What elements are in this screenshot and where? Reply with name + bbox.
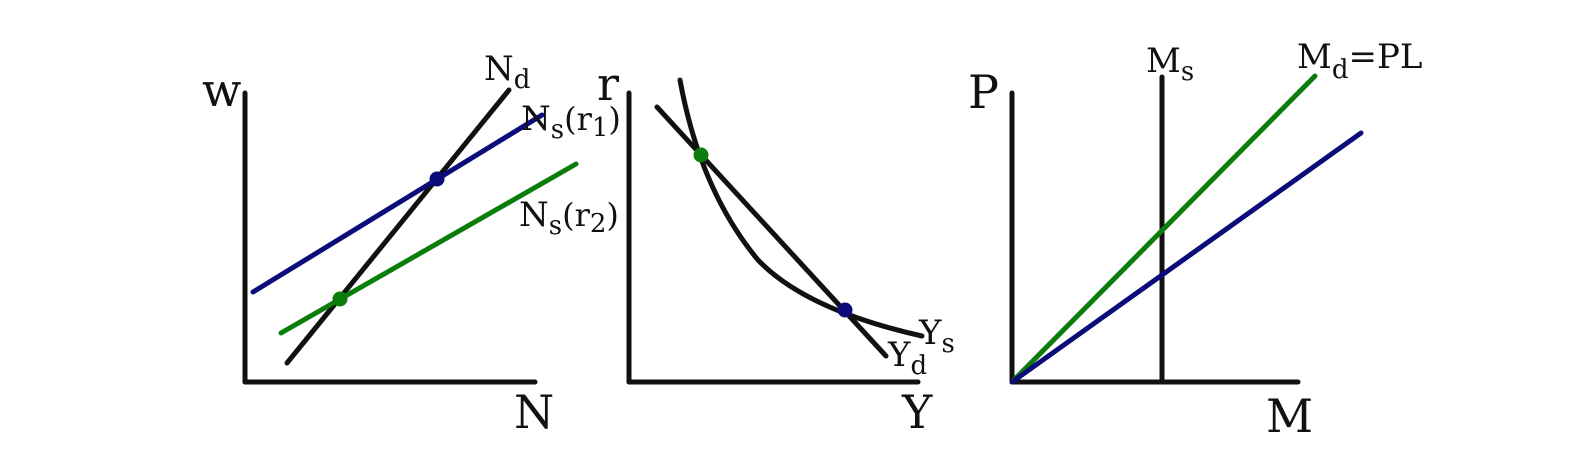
goods-demand-label: Yd <box>887 335 927 381</box>
goods-y-axis-label: r <box>597 57 619 111</box>
labor-market-panel: w N Nd Ns(r1) Ns(r2) <box>202 49 621 439</box>
money-y-axis-label: P <box>968 65 999 119</box>
labor-x-axis-label: N <box>514 385 554 439</box>
labor-equilibrium-point-r2 <box>332 291 348 307</box>
goods-equilibrium-point-green <box>693 147 709 163</box>
labor-supply-r2-label: Ns(r2) <box>519 195 619 241</box>
goods-supply-curve <box>677 77 925 339</box>
money-market-panel: P M Ms Md=PL <box>968 37 1422 443</box>
labor-demand-line <box>284 87 512 366</box>
labor-supply-r2-line <box>278 161 579 336</box>
goods-equilibrium-point-blue <box>837 302 853 318</box>
goods-demand-line <box>654 104 889 359</box>
money-x-axis-label: M <box>1266 389 1313 443</box>
labor-demand-label: Nd <box>484 49 530 95</box>
labor-supply-r1-line <box>250 112 545 295</box>
goods-market-panel: r Y Ys Yd <box>597 57 955 439</box>
goods-x-axis-label: Y <box>901 385 933 439</box>
labor-supply-r1-label: Ns(r1) <box>521 99 621 145</box>
money-demand-line-green <box>1009 73 1318 385</box>
goods-supply-label: Ys <box>918 313 955 359</box>
money-demand-label: Md=PL <box>1297 37 1422 85</box>
money-supply-label: Ms <box>1146 41 1194 87</box>
money-demand-line-blue <box>1009 130 1364 385</box>
labor-equilibrium-point-r1 <box>429 171 445 187</box>
labor-y-axis-label: w <box>202 63 241 117</box>
